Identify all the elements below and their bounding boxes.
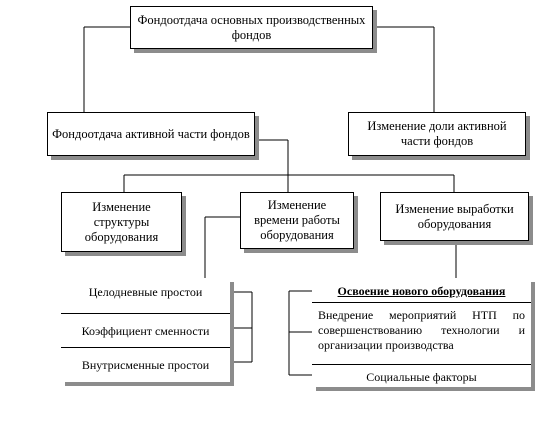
output-factor-label: Внедрение мероприятий НТП по совершенств… <box>318 308 525 352</box>
node-work-time: Изменение времени работы оборудования <box>240 192 354 249</box>
node-structure: Изменение структуры оборудования <box>61 192 182 252</box>
time-factor-item: Коэффициент сменности <box>61 313 230 348</box>
node-active-share: Изменение доли активной части фондов <box>348 112 526 156</box>
time-factor-label: Внутрисменные простои <box>81 358 210 372</box>
node-root: Фондоотдача основных производственных фо… <box>130 6 373 49</box>
node-output: Изменение выработки оборудования <box>380 192 529 241</box>
output-factors-header-label: Освоение нового оборудования <box>337 284 506 298</box>
node-active-part-label: Фондоотдача активной части фондов <box>52 126 250 141</box>
time-factor-label: Коэффициент сменности <box>81 324 210 338</box>
node-output-label: Изменение выработки оборудования <box>395 201 514 231</box>
output-factor-label: Социальные факторы <box>366 370 477 384</box>
node-active-part: Фондоотдача активной части фондов <box>47 112 255 156</box>
node-work-time-label: Изменение времени работы оборудования <box>254 198 340 242</box>
node-structure-label: Изменение структуры оборудования <box>84 199 159 244</box>
output-factors-list: Освоение нового оборудования Внедрение м… <box>312 278 531 387</box>
time-factor-label: Целодневные простои <box>88 285 203 299</box>
output-factor-item: Внедрение мероприятий НТП по совершенств… <box>312 302 531 365</box>
time-factor-item: Целодневные простои <box>61 278 230 314</box>
time-factor-item: Внутрисменные простои <box>61 347 230 382</box>
output-factors-header: Освоение нового оборудования <box>312 278 531 303</box>
time-factors-list: Целодневные простои Коэффициент сменност… <box>61 278 230 382</box>
node-active-share-label: Изменение доли активной части фондов <box>367 119 507 148</box>
node-root-label: Фондоотдача основных производственных фо… <box>137 12 366 42</box>
output-factor-item: Социальные факторы <box>312 364 531 387</box>
